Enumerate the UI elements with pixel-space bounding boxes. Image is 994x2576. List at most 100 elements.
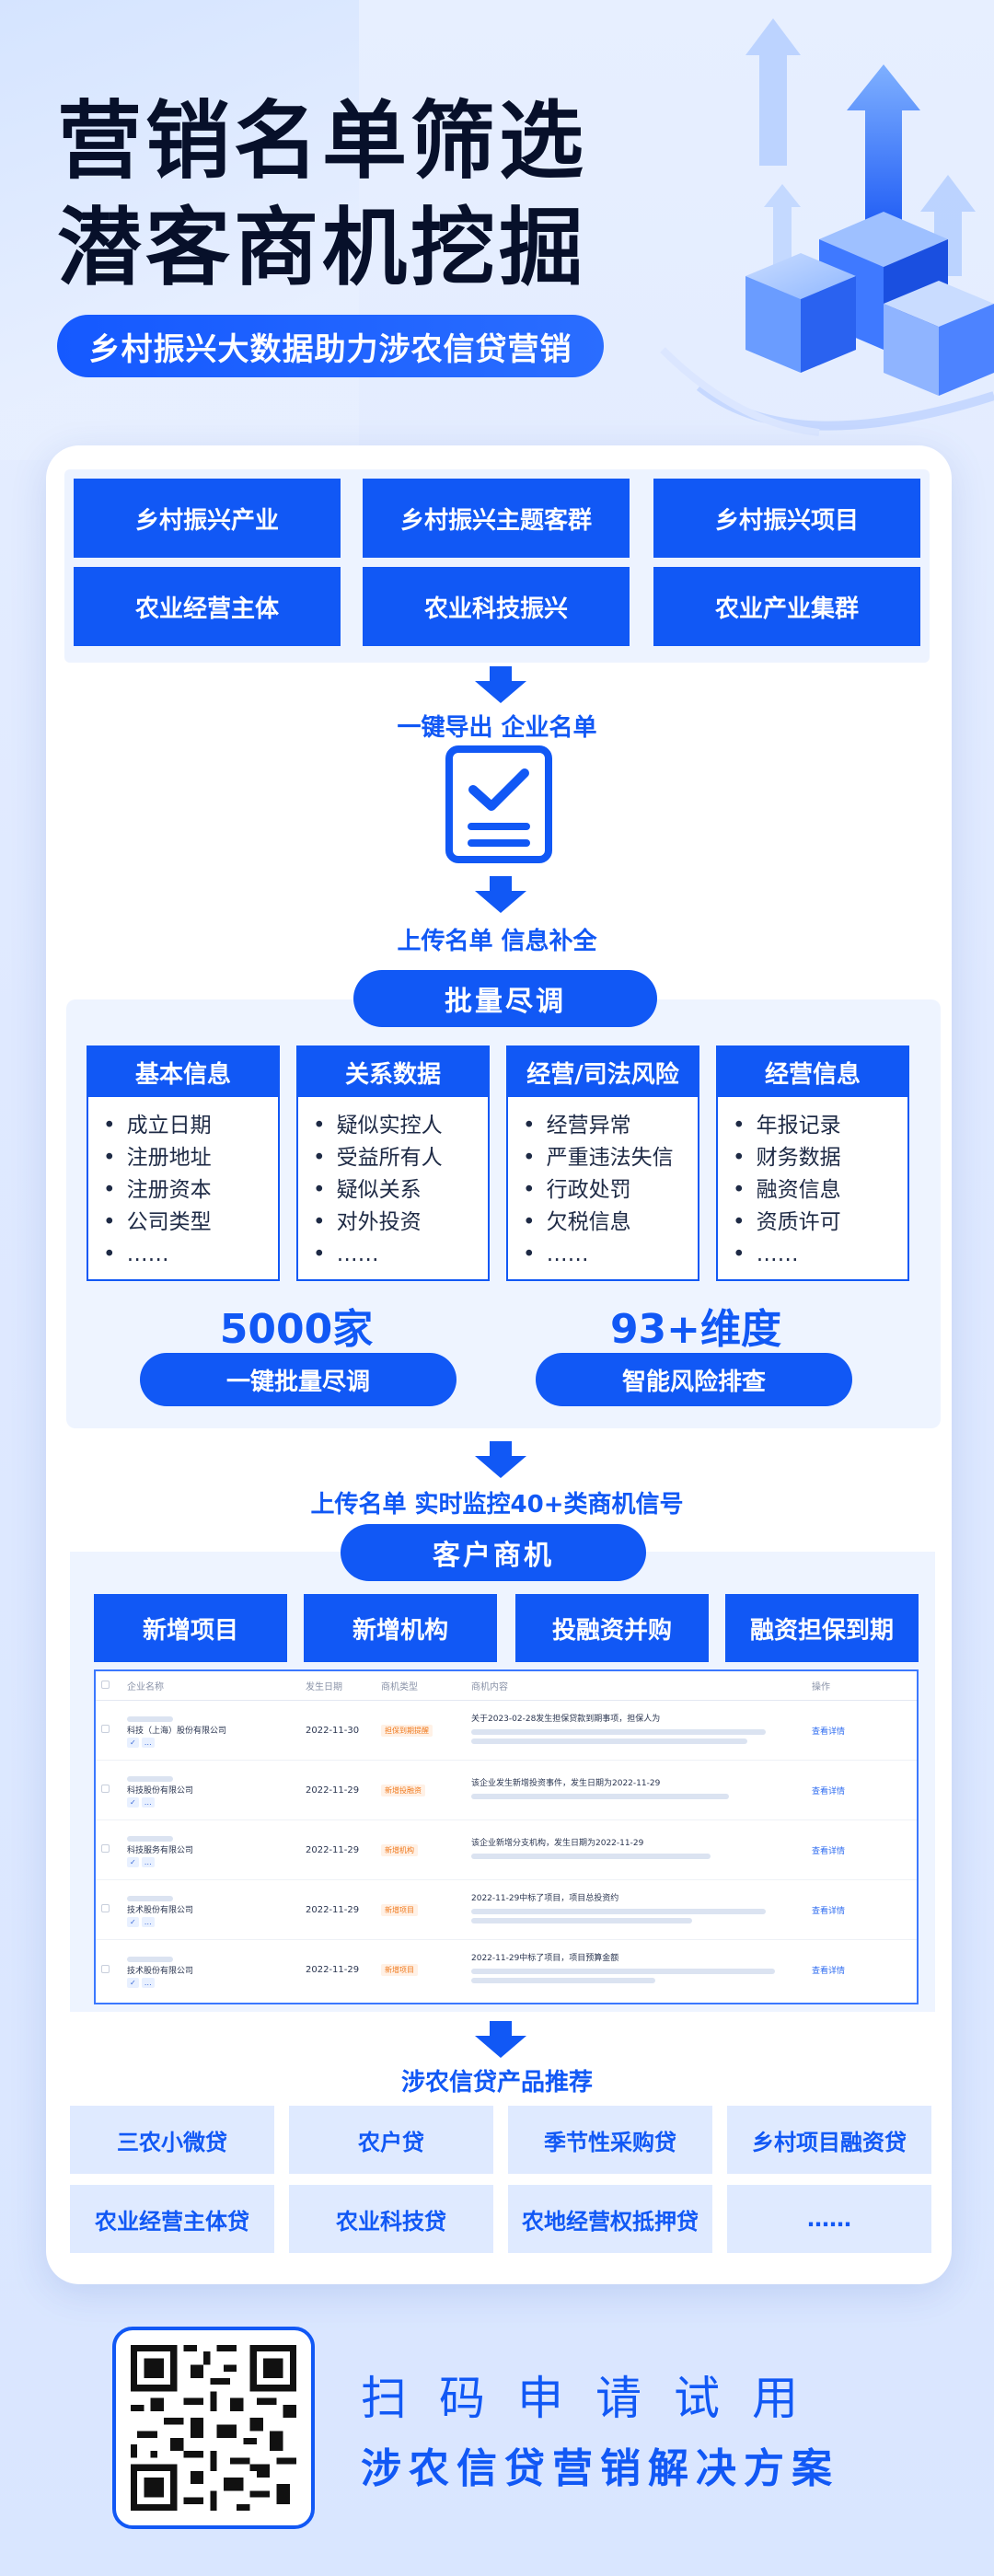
down-arrow-icon	[475, 1441, 526, 1478]
3d-cubes-illustration	[660, 18, 994, 436]
redacted-text	[127, 1896, 173, 1901]
redacted-text	[127, 1776, 173, 1782]
table-row[interactable]: 技术股份有限公司 ✓… 2022-11-29 新增项目 2022-11-29中标…	[96, 1940, 917, 2000]
row-checkbox[interactable]	[101, 1904, 110, 1912]
product-more[interactable]: ……	[727, 2185, 931, 2253]
company-name: 科技股份有限公司	[127, 1786, 194, 1796]
redacted-text	[471, 1969, 775, 1974]
theme-button-customer-group[interactable]: 乡村振兴主题客群	[363, 479, 630, 558]
info-item: 公司类型	[103, 1207, 278, 1239]
event-type-tag: 担保到期提醒	[381, 1724, 433, 1737]
product-land-mortgage-loan[interactable]: 农地经营权抵押贷	[508, 2185, 712, 2253]
theme-button-agri-cluster[interactable]: 农业产业集群	[653, 567, 920, 646]
opportunity-table: 企业名称 发生日期 商机类型 商机内容 操作 科技（上海）股份有限公司 ✓… 2…	[94, 1669, 919, 2004]
down-arrow-icon	[475, 876, 526, 913]
subtitle-pill: 乡村振兴大数据助力涉农信贷营销	[57, 315, 604, 377]
info-item: ……	[313, 1239, 488, 1271]
info-item: 成立日期	[103, 1110, 278, 1142]
view-detail-link[interactable]: 查看详情	[812, 1906, 846, 1916]
tab-investment-merger[interactable]: 投融资并购	[515, 1594, 709, 1662]
down-arrow-icon	[475, 666, 526, 703]
info-item: 财务数据	[733, 1142, 907, 1174]
company-tag: ✓	[127, 1977, 139, 1988]
opportunity-pill: 客户商机	[341, 1524, 646, 1581]
due-diligence-pill: 批量尽调	[353, 970, 657, 1027]
info-column-basic: 基本信息 成立日期 注册地址 注册资本 公司类型 ……	[87, 1045, 280, 1281]
redacted-text	[471, 1738, 747, 1744]
info-column-risk: 经营/司法风险 经营异常 严重违法失信 行政处罚 欠税信息 ……	[506, 1045, 699, 1281]
column-header: 商机内容	[471, 1682, 508, 1692]
product-agri-entity-loan[interactable]: 农业经营主体贷	[70, 2185, 274, 2253]
qr-code-frame[interactable]	[112, 2327, 315, 2529]
event-type-tag: 新增投融资	[381, 1784, 425, 1796]
company-tag: …	[141, 1797, 155, 1808]
row-checkbox[interactable]	[101, 1725, 110, 1733]
step-export-label: 一键导出 企业名单	[397, 714, 597, 742]
stat-dimensions-value: 93+维度	[609, 1306, 782, 1353]
info-column-header: 经营信息	[718, 1047, 907, 1097]
event-content: 该企业新增分支机构，发生日期为2022-11-29	[471, 1838, 644, 1848]
table-row[interactable]: 科技股份有限公司 ✓… 2022-11-29 新增投融资 该企业发生新增投资事件…	[96, 1761, 917, 1820]
company-name: 科技（上海）股份有限公司	[127, 1727, 227, 1736]
product-project-finance-loan[interactable]: 乡村项目融资贷	[727, 2106, 931, 2174]
redacted-text	[471, 1728, 766, 1735]
redacted-text	[471, 1908, 766, 1914]
info-column-header: 基本信息	[88, 1047, 278, 1097]
view-detail-link[interactable]: 查看详情	[812, 1786, 846, 1796]
company-tag: …	[141, 1917, 155, 1927]
info-item: 行政处罚	[523, 1174, 698, 1207]
row-checkbox[interactable]	[101, 1844, 110, 1853]
table-row[interactable]: 科技（上海）股份有限公司 ✓… 2022-11-30 担保到期提醒 关于2023…	[96, 1701, 917, 1761]
view-detail-link[interactable]: 查看详情	[812, 1967, 846, 1976]
company-name: 技术股份有限公司	[127, 1966, 194, 1976]
company-tag: …	[141, 1977, 155, 1988]
product-small-loan[interactable]: 三农小微贷	[70, 2106, 274, 2174]
info-item: 欠税信息	[523, 1207, 698, 1239]
theme-button-project[interactable]: 乡村振兴项目	[653, 479, 920, 558]
tab-new-institution[interactable]: 新增机构	[304, 1594, 497, 1662]
table-header-row: 企业名称 发生日期 商机类型 商机内容 操作	[96, 1671, 917, 1701]
event-content: 关于2023-02-28发生担保贷款到期事项，担保人为	[471, 1714, 661, 1724]
company-tag: …	[141, 1738, 155, 1748]
step-upload-label: 上传名单 信息补全	[397, 928, 597, 955]
tab-new-project[interactable]: 新增项目	[94, 1594, 287, 1662]
table-row[interactable]: 科技服务有限公司 ✓… 2022-11-29 新增机构 该企业新增分支机构，发生…	[96, 1820, 917, 1880]
view-detail-link[interactable]: 查看详情	[812, 1846, 846, 1856]
row-checkbox[interactable]	[101, 1785, 110, 1793]
product-seasonal-loan[interactable]: 季节性采购贷	[508, 2106, 712, 2174]
info-item: 受益所有人	[313, 1142, 488, 1174]
batch-due-diligence-button[interactable]: 一键批量尽调	[140, 1353, 457, 1406]
theme-button-agri-tech[interactable]: 农业科技振兴	[363, 567, 630, 646]
select-all-checkbox[interactable]	[101, 1680, 110, 1689]
info-item: 疑似关系	[313, 1174, 488, 1207]
company-tag: ✓	[127, 1738, 139, 1748]
risk-check-button[interactable]: 智能风险排查	[536, 1353, 852, 1406]
info-column-header: 关系数据	[298, 1047, 488, 1097]
tab-guarantee-expiry[interactable]: 融资担保到期	[725, 1594, 919, 1662]
info-item: 经营异常	[523, 1110, 698, 1142]
info-item: 对外投资	[313, 1207, 488, 1239]
checklist-document-icon	[445, 745, 552, 863]
theme-button-industry[interactable]: 乡村振兴产业	[74, 479, 341, 558]
company-tag: …	[141, 1857, 155, 1867]
info-item: 融资信息	[733, 1174, 907, 1207]
product-agri-tech-loan[interactable]: 农业科技贷	[289, 2185, 493, 2253]
event-type-tag: 新增机构	[381, 1843, 418, 1856]
redacted-text	[471, 1917, 692, 1923]
event-date: 2022-11-29	[306, 1844, 360, 1855]
info-item: 注册地址	[103, 1142, 278, 1174]
event-type-tag: 新增项目	[381, 1964, 418, 1976]
theme-button-agri-entity[interactable]: 农业经营主体	[74, 567, 341, 646]
view-detail-link[interactable]: 查看详情	[812, 1727, 846, 1737]
info-column-operations: 经营信息 年报记录 财务数据 融资信息 资质许可 ……	[716, 1045, 909, 1281]
company-tag: ✓	[127, 1797, 139, 1808]
event-date: 2022-11-29	[306, 1904, 360, 1915]
hero-background-panel	[0, 0, 359, 460]
info-item: ……	[103, 1239, 278, 1271]
table-row[interactable]: 技术股份有限公司 ✓… 2022-11-29 新增项目 2022-11-29中标…	[96, 1880, 917, 1940]
event-type-tag: 新增项目	[381, 1903, 418, 1916]
product-farmer-loan[interactable]: 农户贷	[289, 2106, 493, 2174]
row-checkbox[interactable]	[101, 1964, 110, 1973]
info-item: 年报记录	[733, 1110, 907, 1142]
event-date: 2022-11-29	[306, 1785, 360, 1796]
